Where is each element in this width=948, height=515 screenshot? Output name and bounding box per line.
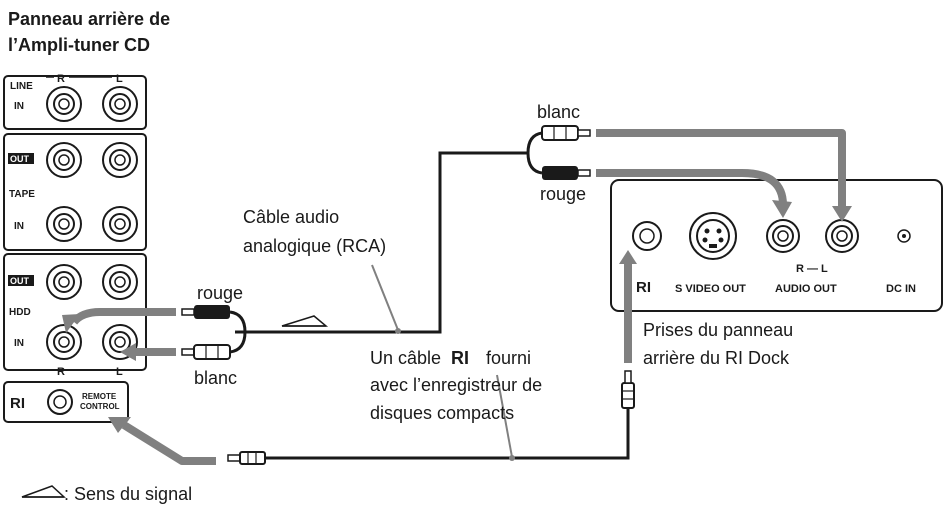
jack-dc-in	[897, 229, 911, 243]
jack-svideo-out	[689, 212, 737, 260]
tape-out-badge	[8, 153, 34, 164]
rca-plug-blanc-top	[541, 125, 591, 141]
jack-remote-control	[47, 389, 73, 415]
title-line-1: Panneau arrière de	[8, 9, 170, 29]
label-ri-cable-logo: RI	[451, 348, 469, 368]
jack-audio-out-l	[825, 219, 859, 253]
signal-arrows	[70, 129, 846, 465]
legend: : Sens du signal	[21, 484, 192, 504]
jack-tape-in-l	[102, 206, 138, 242]
remote-control-box	[3, 381, 129, 423]
arrow-ri-to-remote	[121, 421, 216, 465]
audio-out-label: AUDIO OUT	[775, 283, 837, 295]
label-ri-cable-1-prefix: Un câble	[370, 348, 441, 368]
ri-plug-left	[227, 451, 266, 465]
pointer-ri-cable	[496, 374, 513, 458]
label-blanc-left: blanc	[194, 368, 237, 388]
l-label-top: L	[116, 73, 123, 85]
jack-audio-out-r	[766, 219, 800, 253]
pointer-rca	[371, 264, 399, 331]
label-prises-1: Prises du panneau	[643, 320, 793, 340]
rca-split-left	[229, 310, 247, 354]
arrow-blanc-to-audio-l	[596, 129, 846, 208]
title-line-2: l’Ampli-tuner CD	[8, 35, 150, 55]
hdd-label: HDD	[9, 307, 31, 318]
label-prises-2: arrière du RI Dock	[643, 348, 790, 368]
tape-label: TAPE	[9, 189, 35, 200]
legend-label: : Sens du signal	[64, 484, 192, 504]
tape-in-label: IN	[14, 221, 24, 232]
label-ri-cable-3: disques compacts	[370, 403, 514, 423]
rca-plug-rouge-left	[181, 305, 230, 319]
svideo-out-label: S VIDEO OUT	[675, 283, 746, 295]
label-rca-2: analogique (RCA)	[243, 236, 386, 256]
r-label-bottom: R	[57, 366, 65, 378]
remote-label-1: REMOTE	[82, 392, 117, 401]
line-in-box	[3, 75, 147, 130]
tape-box	[3, 133, 147, 251]
signal-arrowheads	[62, 200, 852, 433]
ri-logo-left: RI	[10, 395, 25, 412]
line-label: LINE	[10, 81, 33, 92]
label-ri-cable-1-suffix: fourni	[486, 348, 531, 368]
rca-split-right	[526, 131, 543, 175]
jack-hdd-in-r	[46, 324, 82, 360]
hdd-out-label: OUT	[10, 276, 30, 286]
ri-cable	[265, 408, 630, 460]
ri-logo-dock: RI	[636, 279, 651, 296]
ri-dock-rear-panel: RI S VIDEO OUT R — L AUDIO OUT DC IN	[610, 179, 943, 312]
hdd-in-label: IN	[14, 338, 24, 349]
ri-plug-right	[621, 370, 635, 409]
in-label-line: IN	[14, 101, 24, 112]
jack-ri-dock-ri	[632, 221, 662, 251]
jack-hdd-out-r	[46, 264, 82, 300]
jack-line-in-l	[102, 86, 138, 122]
label-blanc-top: blanc	[537, 102, 580, 122]
amp-rear-panel: LINE IN R L OUT TAPE IN	[3, 73, 147, 423]
label-rca-1: Câble audio	[243, 207, 339, 227]
rca-cable	[235, 151, 528, 334]
arrow-rouge-to-hdd-r	[70, 308, 176, 325]
jack-hdd-out-l	[102, 264, 138, 300]
arrow-rouge-to-audio-r	[596, 169, 787, 206]
dc-in-label: DC IN	[886, 283, 916, 295]
signal-direction-arrow	[281, 315, 329, 327]
label-rouge-top: rouge	[540, 184, 586, 204]
tape-out-label: OUT	[10, 154, 30, 164]
legend-arrow-icon	[21, 485, 66, 498]
remote-label-2: CONTROL	[80, 402, 120, 411]
label-rouge-left: rouge	[197, 283, 243, 303]
jack-tape-in-r	[46, 206, 82, 242]
jack-line-in-r	[46, 86, 82, 122]
rca-plug-blanc-left	[181, 344, 231, 360]
rl-label: R — L	[796, 263, 828, 275]
rca-plug-rouge-top	[542, 166, 591, 180]
jack-tape-out-r	[46, 142, 82, 178]
jack-tape-out-l	[102, 142, 138, 178]
l-label-bottom: L	[116, 366, 123, 378]
r-label-top: R	[57, 73, 65, 85]
label-ri-cable-2: avec l’enregistreur de	[370, 375, 542, 395]
hdd-out-badge	[8, 275, 34, 286]
